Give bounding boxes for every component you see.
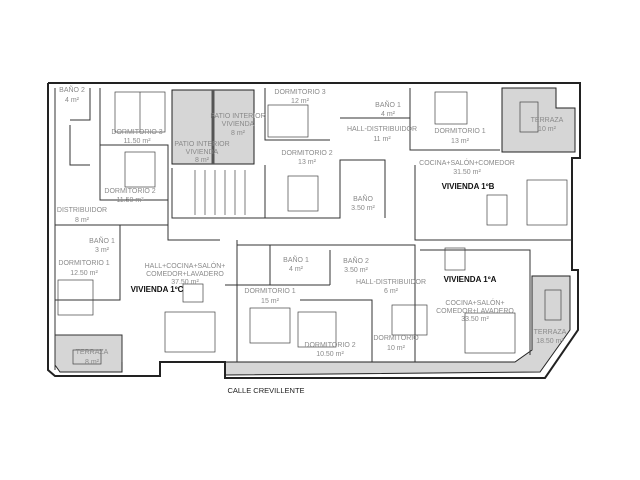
room-label: VIVIENDA bbox=[186, 149, 219, 156]
room-area: 3.50 m² bbox=[344, 267, 368, 274]
exterior-wall bbox=[47, 82, 581, 379]
room-label: DORMITORIO 3 bbox=[274, 89, 325, 96]
unit-title: VIVIENDA 1ºA bbox=[444, 275, 497, 284]
room-label: DORMITORIO 1 bbox=[58, 260, 109, 267]
room-label: DORMITORIO 1 bbox=[434, 128, 485, 135]
room-area: 15 m² bbox=[261, 298, 280, 305]
unit-title: VIVIENDA 1ºC bbox=[131, 285, 184, 294]
room-label: VIVIENDA bbox=[222, 121, 255, 128]
room-area: 3.50 m² bbox=[351, 205, 375, 212]
room-area: 33.50 m² bbox=[461, 316, 489, 323]
room-label: TERRAZA bbox=[76, 349, 109, 356]
room-label: TERRAZA bbox=[534, 329, 567, 336]
room-label: DORMITORIO bbox=[373, 335, 419, 342]
room-label: COCINA+SALÓN+ bbox=[445, 298, 504, 307]
furniture bbox=[57, 91, 568, 365]
room-area: 8 m² bbox=[231, 130, 246, 137]
room-label: BAÑO 2 bbox=[343, 256, 369, 265]
room-label: PATIO INTERIOR bbox=[174, 141, 229, 148]
room-area: 4 m² bbox=[381, 111, 396, 118]
room-area: 13 m² bbox=[451, 138, 470, 145]
room-label: PATIO INTERIOR bbox=[210, 113, 265, 120]
room-label: DISTRIBUIDOR bbox=[57, 207, 107, 214]
unit-title: VIVIENDA 1ºB bbox=[442, 182, 495, 191]
room-label: BAÑO bbox=[353, 194, 373, 203]
room-label: DORMITORIO 1 bbox=[244, 288, 295, 295]
room-area: 6 m² bbox=[384, 288, 399, 295]
room-label: COMEDOR+LAVADERO bbox=[436, 308, 514, 315]
street-label: CALLE CREVILLENTE bbox=[227, 386, 304, 395]
room-area: 18.50 m² bbox=[536, 338, 564, 345]
room-label: TERRAZA bbox=[531, 117, 564, 124]
room-label: HALL-DISTRIBUIDOR bbox=[347, 126, 417, 133]
room-area: 10 m² bbox=[387, 345, 406, 352]
room-label: DORMITORIO 2 bbox=[304, 342, 355, 349]
room-label: BAÑO 1 bbox=[89, 236, 115, 245]
room-label: BAÑO 2 bbox=[59, 85, 85, 94]
room-area: 13 m² bbox=[298, 159, 317, 166]
room-label: HALL+COCINA+SALÓN+ bbox=[145, 261, 226, 270]
room-label: BAÑO 1 bbox=[375, 100, 401, 109]
room-area: 10 m² bbox=[538, 126, 557, 133]
room-area: 11 m² bbox=[373, 136, 391, 143]
room-label: BAÑO 1 bbox=[283, 255, 309, 264]
room-area: 8 m² bbox=[195, 157, 210, 164]
room-area: 12.50 m² bbox=[70, 270, 98, 277]
room-label: DORMITORIO 3 bbox=[111, 129, 162, 136]
room-area: 37.50 m² bbox=[171, 279, 199, 286]
interior-walls bbox=[54, 88, 572, 370]
room-label: HALL-DISTRIBUIDOR bbox=[356, 279, 426, 286]
room-area: 31.50 m² bbox=[453, 169, 481, 176]
room-area: 4 m² bbox=[289, 266, 304, 273]
room-label: COCINA+SALÓN+COMEDOR bbox=[419, 158, 515, 167]
room-area: 12 m² bbox=[291, 98, 310, 105]
room-label: DORMITORIO 2 bbox=[281, 150, 332, 157]
room-label: DORMITORIO 2 bbox=[104, 188, 155, 195]
room-area: 11.50 m² bbox=[116, 197, 144, 204]
room-label: COMEDOR+LAVADERO bbox=[146, 271, 224, 278]
room-area: 3 m² bbox=[95, 247, 110, 254]
room-area: 8 m² bbox=[85, 359, 100, 366]
room-area: 8 m² bbox=[75, 217, 90, 224]
room-area: 4 m² bbox=[65, 97, 80, 104]
room-area: 10.50 m² bbox=[316, 351, 344, 358]
room-area: 11.50 m² bbox=[123, 138, 151, 145]
terraza-1a bbox=[224, 275, 571, 376]
